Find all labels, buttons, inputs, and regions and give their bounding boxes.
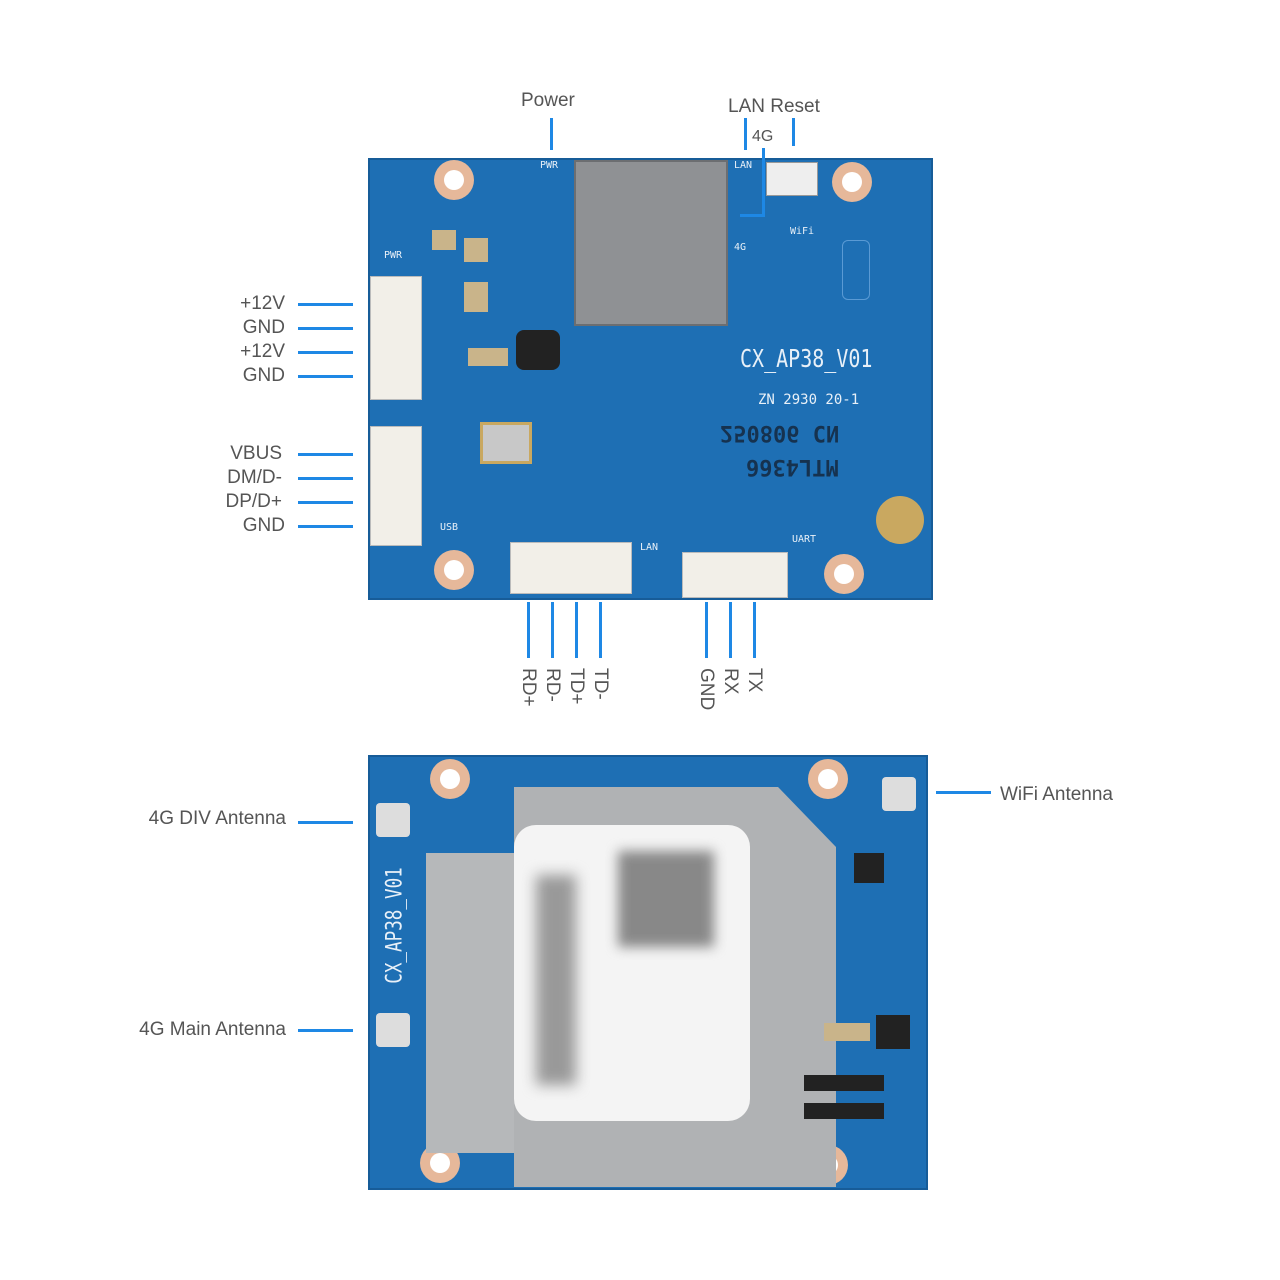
label-4g-div-antenna: 4G DIV Antenna: [148, 808, 286, 829]
mount-hole: [832, 162, 872, 202]
pcb-bottom-view: CX_AP38_V01: [368, 755, 928, 1190]
label-pwr-pin: +12V: [240, 293, 285, 314]
sim-slot: [574, 160, 728, 326]
board-date: 250806 CN: [720, 420, 840, 445]
label-wifi-antenna: WiFi Antenna: [1000, 784, 1113, 805]
mount-hole: [434, 550, 474, 590]
callout-line: [744, 118, 747, 150]
ufl-connector-div: [376, 803, 410, 837]
mount-hole: [824, 554, 864, 594]
callout-line: [740, 214, 765, 217]
uart-connector: [682, 552, 788, 598]
label-usb-pin: GND: [242, 515, 285, 536]
label-uart-pin: TX: [744, 668, 765, 693]
callout-line: [550, 118, 553, 150]
gold-pad: [876, 496, 924, 544]
callout-line: [298, 327, 353, 330]
callout-line: [762, 148, 765, 216]
silk-4g: 4G: [734, 242, 747, 253]
mount-hole: [808, 759, 848, 799]
silk-lan: LAN: [640, 542, 659, 553]
label-usb-pin: DM/D-: [227, 467, 282, 488]
label-lan-reset: LAN Reset: [728, 96, 820, 117]
pcb-top-view: CX_AP38_V01 ZN 2930 20-1 250806 CN MTL43…: [368, 158, 933, 600]
label-uart-pin: GND: [696, 668, 717, 711]
mount-hole: [434, 160, 474, 200]
board-code: ZN 2930 20-1: [758, 392, 860, 408]
lan-connector: [510, 542, 632, 594]
label-usb-pin: VBUS: [230, 443, 282, 464]
callout-line: [298, 351, 353, 354]
label-lan-pin: TD-: [590, 668, 611, 700]
callout-line: [705, 602, 708, 658]
label-4g-main-antenna: 4G Main Antenna: [139, 1019, 286, 1040]
label-uart-pin: RX: [720, 668, 741, 695]
label-lan-pin: RD+: [518, 668, 539, 707]
label-lan-pin: TD+: [566, 668, 587, 705]
silk-usb: USB: [440, 522, 459, 533]
callout-line: [298, 1029, 353, 1032]
callout-line: [575, 602, 578, 658]
callout-line: [599, 602, 602, 658]
callout-line: [753, 602, 756, 658]
rf-shield: [426, 853, 526, 1153]
callout-line: [298, 303, 353, 306]
silk-pwr: PWR: [384, 250, 403, 261]
label-usb-pin: DP/D+: [225, 491, 283, 512]
callout-line: [551, 602, 554, 658]
callout-line: [298, 477, 353, 480]
pwr-connector: [370, 276, 422, 400]
silk-lan-led: LAN: [734, 160, 753, 171]
label-power: Power: [521, 90, 575, 111]
label-4g-led: 4G: [752, 128, 774, 145]
callout-line: [527, 602, 530, 658]
silk-uart: UART: [792, 534, 817, 545]
board-model: CX_AP38_V01: [740, 344, 873, 373]
callout-line: [298, 375, 353, 378]
mount-hole: [430, 759, 470, 799]
callout-line: [298, 525, 353, 528]
label-pwr-pin: +12V: [240, 341, 285, 362]
callout-line: [729, 602, 732, 658]
callout-line: [936, 791, 991, 794]
reset-button: [766, 162, 818, 196]
label-pwr-pin: GND: [242, 317, 285, 338]
label-lan-pin: RD-: [542, 668, 563, 702]
callout-line: [298, 501, 353, 504]
callout-line: [792, 118, 795, 146]
inductor: [516, 330, 560, 370]
callout-line: [298, 453, 353, 456]
ufl-connector-wifi: [882, 777, 916, 811]
silk-wifi: WiFi: [790, 226, 815, 237]
board-part: MTL4366: [746, 454, 839, 479]
board-model-bottom: CX_AP38_V01: [382, 867, 408, 984]
crystal: [480, 422, 532, 464]
silk-pwr-led: PWR: [540, 160, 559, 171]
callout-line: [298, 821, 353, 824]
ufl-connector-main: [376, 1013, 410, 1047]
label-pwr-pin: GND: [242, 365, 285, 386]
usb-connector: [370, 426, 422, 546]
